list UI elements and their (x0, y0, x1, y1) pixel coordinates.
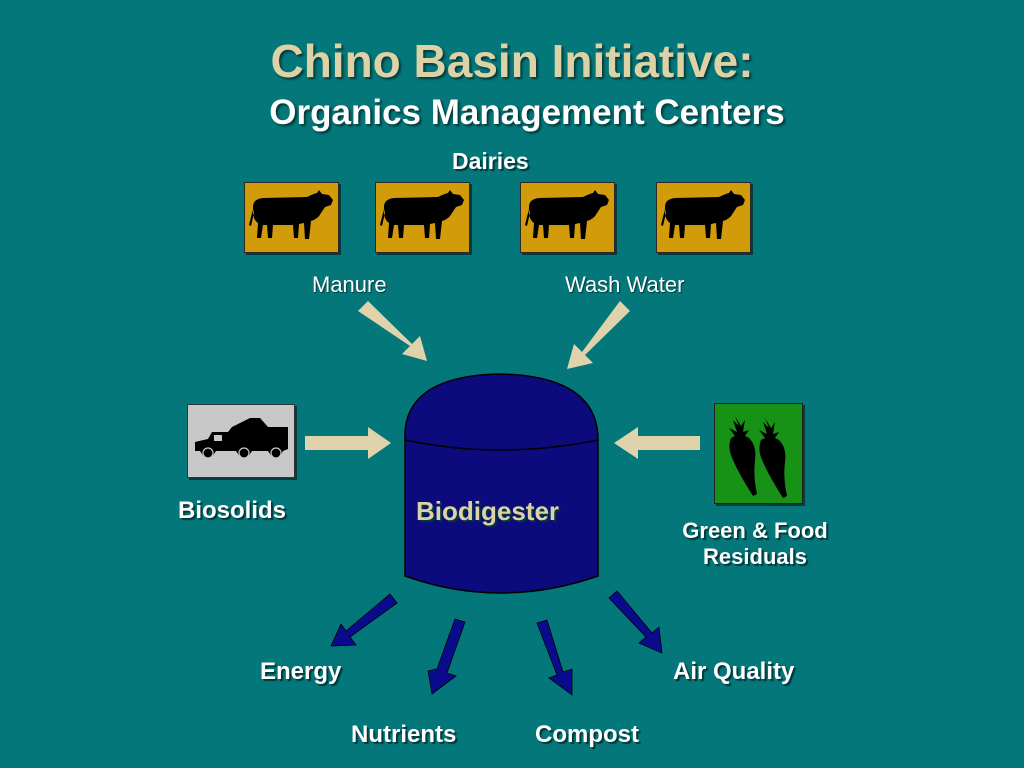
biodigester-tank (404, 373, 599, 594)
biosolids-box (187, 404, 295, 478)
green-food-label-line1: Green & Food (682, 518, 828, 543)
dairy-cow-box-4 (656, 182, 751, 253)
green-food-box (714, 403, 803, 504)
arrow-air-quality (608, 590, 663, 654)
arrow-green-food (614, 427, 700, 459)
arrow-compost (536, 619, 573, 696)
arrow-manure-shape (358, 301, 427, 361)
page-subtitle: Organics Management Centers (269, 93, 785, 132)
cow-icon (657, 183, 750, 252)
nutrients-label: Nutrients (351, 721, 457, 748)
dairy-cow-box-1 (244, 182, 339, 253)
manure-label: Manure (312, 272, 387, 297)
green-food-label-line2: Residuals (703, 544, 807, 569)
biosolids-label: Biosolids (178, 497, 287, 524)
green-food-label: Green & Food Residuals (655, 518, 855, 570)
vegetables-icon (729, 416, 787, 498)
arrow-nutrients (427, 618, 466, 695)
cow-icon (521, 183, 614, 252)
dairies-label: Dairies (452, 148, 529, 174)
truck-icon (195, 418, 288, 459)
arrow-energy (330, 593, 398, 647)
cow-icon (245, 183, 338, 252)
cow-icon (376, 183, 469, 252)
dairy-cow-box-2 (375, 182, 470, 253)
dairy-cow-box-3 (520, 182, 615, 253)
arrow-biosolids (305, 427, 391, 459)
energy-label: Energy (260, 658, 342, 685)
compost-label: Compost (535, 721, 639, 748)
air-quality-label: Air Quality (673, 658, 795, 685)
page-title: Chino Basin Initiative: (270, 35, 754, 87)
arrow-wash-water (567, 301, 630, 369)
biodigester-label: Biodigester (416, 496, 560, 526)
wash-water-label: Wash Water (565, 272, 685, 297)
